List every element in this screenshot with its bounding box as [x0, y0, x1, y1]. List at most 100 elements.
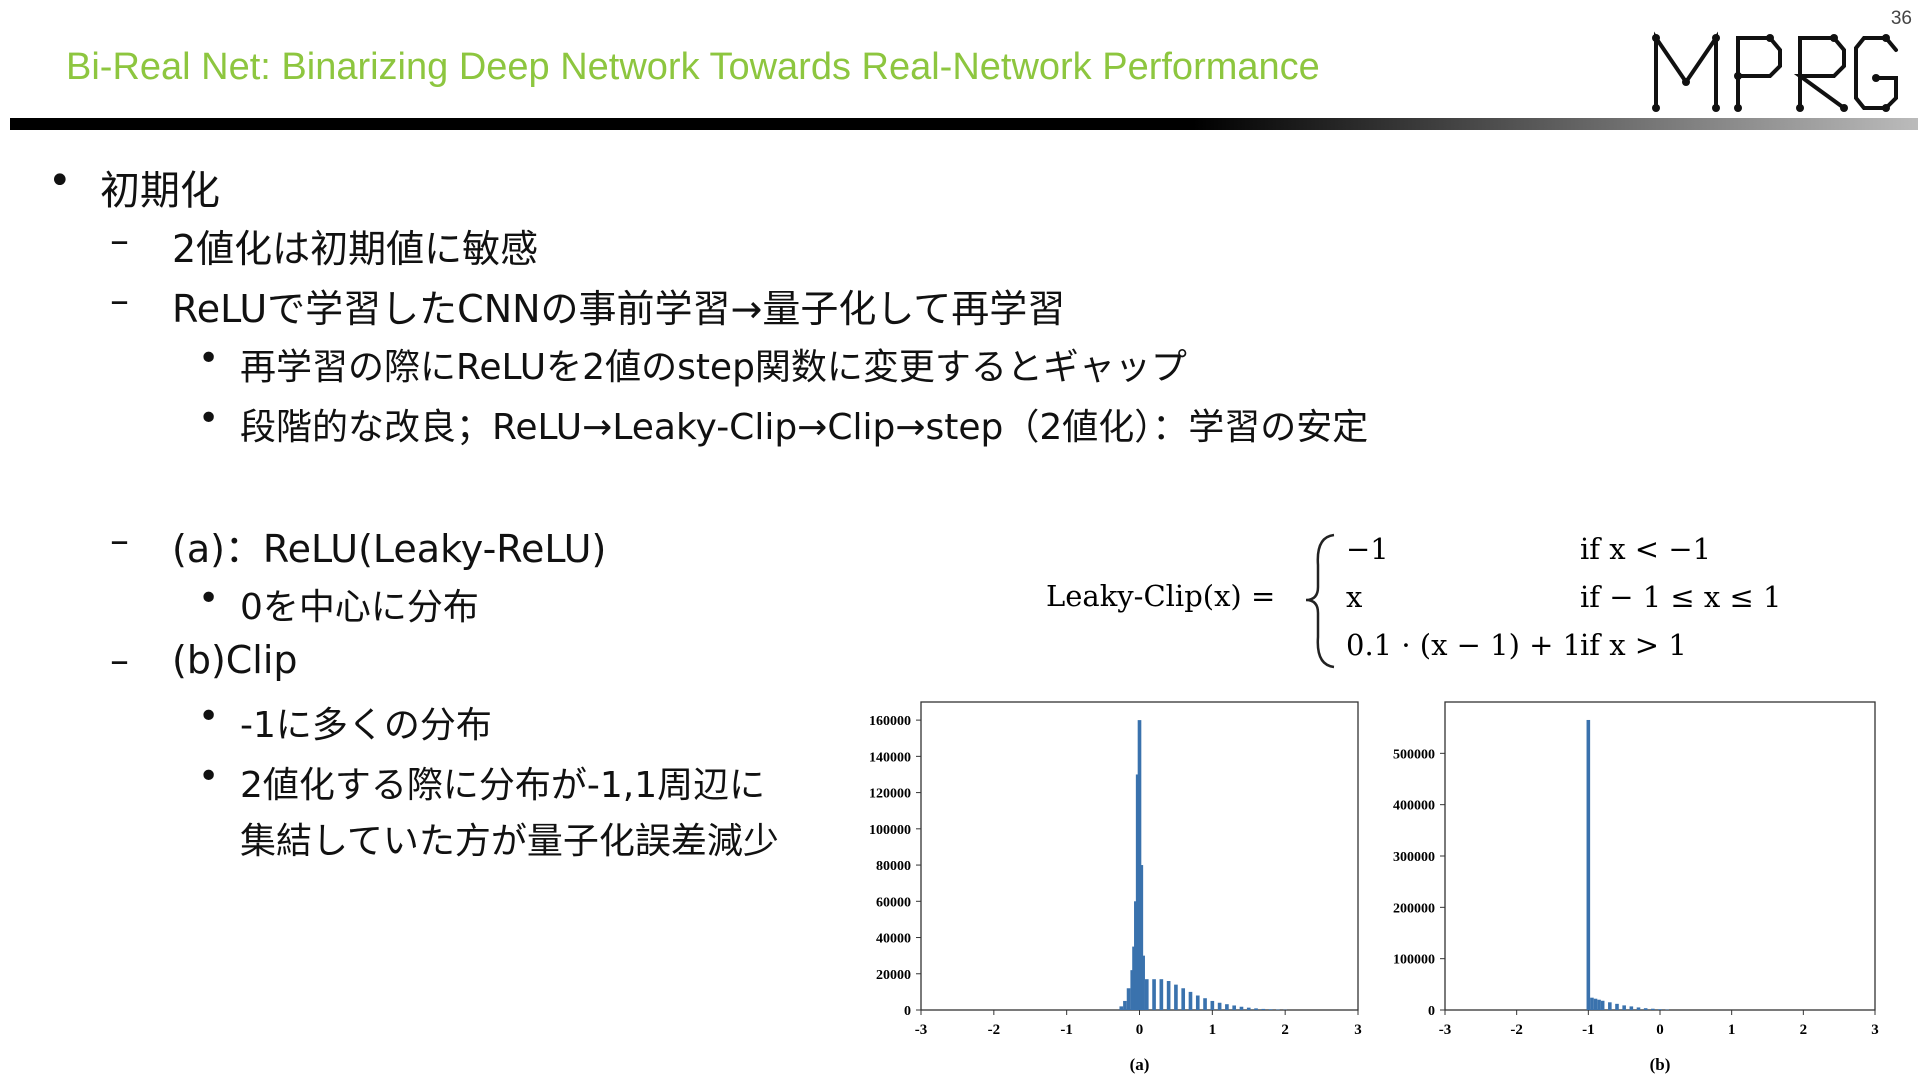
formula-case-1-value: −1: [1346, 532, 1389, 566]
histogram-clip: -3 -2 -1 0 1 2 3 0 100000 200000 300000 400000 50000…: [1393, 701, 1879, 1074]
bullet-b-clip: (b)Clip: [172, 638, 298, 682]
x-tick-label: -3: [1439, 1022, 1452, 1038]
histogram-bar: [1261, 1008, 1266, 1010]
x-tick-label: -2: [988, 1022, 1001, 1038]
histogram-bar: [1126, 988, 1131, 1010]
bullet-init: 初期化: [100, 168, 220, 214]
y-tick-label: 500000: [1393, 747, 1435, 762]
bullet-a-center: 0を中心に分布: [240, 587, 479, 628]
bullet-marker: •: [198, 338, 220, 379]
histogram-bar: [1232, 1005, 1237, 1010]
bullet-marker: •: [198, 578, 220, 619]
x-tick-label: -1: [1582, 1022, 1595, 1038]
histogram-bar: [1203, 998, 1207, 1010]
x-tick-label: 3: [1871, 1022, 1879, 1038]
histogram-bar: [1152, 979, 1156, 1010]
y-tick-label: 160000: [869, 714, 911, 729]
histogram-bar: [1141, 955, 1145, 1010]
bullet-b-quant-line2: 集結していた方が量子化誤差減少: [240, 821, 779, 862]
title-underline-bar: [10, 118, 1918, 130]
bullet-sensitive-init: 2値化は初期値に敏感: [172, 227, 539, 271]
leaky-clip-formula: Leaky-Clip(x) = −1 if x < −1 x if − 1 ≤ …: [1046, 532, 1781, 669]
bullet-marker: •: [48, 158, 72, 204]
histogram-bar: [1600, 1000, 1605, 1010]
y-tick-label: 0: [904, 1004, 911, 1019]
histogram-bar: [1608, 1002, 1612, 1010]
bullet-pretrain: ReLUで学習したCNNの事前学習→量子化して再学習: [172, 287, 1066, 331]
formula-case-3-value: 0.1 · (x − 1) + 1: [1346, 628, 1581, 662]
histogram-bar: [1181, 988, 1186, 1010]
histogram-bar: [1210, 1000, 1215, 1010]
x-tick-label: -3: [915, 1022, 928, 1038]
y-tick-label: 0: [1428, 1004, 1435, 1019]
histogram-bar: [1174, 984, 1178, 1010]
histogram-bar: [1195, 995, 1200, 1010]
y-tick-label: 100000: [869, 823, 911, 838]
histogram-bar: [1658, 1009, 1662, 1010]
histogram-bar: [1239, 1006, 1244, 1010]
x-tick-label: 2: [1800, 1022, 1808, 1038]
histogram-relu: -3 -2 -1 0 1 2 3 0 20000 40000 60000 80000 100000 120…: [869, 701, 1362, 1074]
y-tick-label: 140000: [869, 750, 911, 765]
y-tick-label: 20000: [876, 968, 911, 983]
histogram-bar: [1159, 979, 1164, 1010]
histogram-bar: [1217, 1002, 1222, 1010]
bullet-marker: •: [198, 398, 220, 439]
y-tick-label: 100000: [1393, 953, 1435, 968]
formula-brace: [1305, 533, 1335, 669]
x-tick-label: 1: [1728, 1022, 1736, 1038]
bullet-a-relu: (a)：ReLU(Leaky-ReLU): [172, 527, 607, 571]
histogram-bar: [1597, 999, 1601, 1010]
x-tick-label: -1: [1060, 1022, 1073, 1038]
histogram-bar: [1593, 998, 1598, 1010]
histogram-bar: [1123, 1000, 1127, 1010]
y-tick-label: 300000: [1393, 850, 1435, 865]
histogram-bar: [1590, 997, 1594, 1010]
x-tick-label: 0: [1136, 1022, 1144, 1038]
histogram-bar: [1144, 979, 1149, 1010]
histogram-bar: [1268, 1009, 1273, 1010]
dash-marker: –: [110, 218, 129, 262]
histogram-bar: [1629, 1006, 1634, 1010]
x-tick-label: 3: [1354, 1022, 1362, 1038]
x-tick-label: 0: [1656, 1022, 1664, 1038]
histogram-bar: [1246, 1007, 1251, 1010]
slide-title: Bi-Real Net: Binarizing Deep Network Tow…: [66, 46, 1320, 88]
formula-case-2-value: x: [1346, 580, 1362, 614]
histogram-bar: [1119, 1006, 1124, 1010]
bullet-marker: •: [198, 696, 220, 737]
y-tick-label: 60000: [876, 895, 911, 910]
histogram-bar: [1586, 719, 1591, 1010]
y-tick-label: 400000: [1393, 799, 1435, 814]
x-tick-label: 2: [1281, 1022, 1289, 1038]
page-number: 36: [1890, 8, 1912, 29]
plot-frame: [1444, 701, 1876, 1011]
formula-lhs: Leaky-Clip(x) =: [1046, 579, 1275, 613]
dash-marker: –: [110, 278, 129, 322]
histogram-bar: [1254, 1008, 1258, 1010]
histogram-bar: [1188, 991, 1193, 1010]
y-tick-label: 120000: [869, 787, 911, 802]
y-tick-label: 200000: [1393, 901, 1435, 916]
histogram-bar: [1166, 981, 1171, 1010]
histogram-bar: [1139, 865, 1144, 1010]
formula-case-3-condition: if x > 1: [1580, 628, 1687, 662]
dash-marker: –: [110, 518, 129, 562]
x-tick-label: -2: [1510, 1022, 1523, 1038]
bullet-marker: •: [198, 756, 220, 797]
bullet-gradual: 段階的な改良；ReLU→Leaky-Clip→Clip→step（2値化）：学習…: [240, 407, 1369, 448]
bullet-b-quant-line1: 2値化する際に分布が-1,1周辺に: [240, 765, 766, 806]
mprg-logo: [1652, 31, 1898, 112]
bullet-gap: 再学習の際にReLUを2値のstep関数に変更するとギャップ: [240, 347, 1187, 388]
histogram-bar: [1651, 1008, 1655, 1010]
formula-case-2-condition: if − 1 ≤ x ≤ 1: [1580, 580, 1781, 614]
histogram-bar: [1615, 1003, 1619, 1010]
figure-caption: (b): [1650, 1055, 1671, 1074]
bullet-b-minus1: -1に多くの分布: [240, 705, 492, 746]
formula-case-1-condition: if x < −1: [1580, 532, 1711, 566]
y-tick-label: 40000: [876, 932, 911, 947]
x-tick-label: 1: [1209, 1022, 1217, 1038]
histogram-bar: [1622, 1005, 1626, 1010]
y-tick-label: 80000: [876, 859, 911, 874]
